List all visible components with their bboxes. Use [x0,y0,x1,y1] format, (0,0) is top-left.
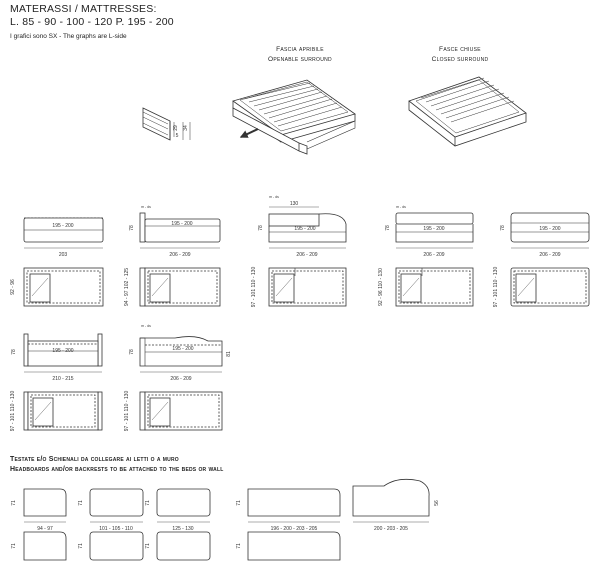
row3-mattress-1: 195 - 200 [52,348,73,354]
row1-mark-2: m - ds [141,205,151,209]
row1-height-4: 78 [385,225,391,231]
row1-mattress-2: 195 - 200 [171,221,192,227]
row1-mattress-1: 195 - 200 [52,223,73,229]
row1-top-width: 130 [290,201,299,207]
hb2-height-1: 71 [11,543,17,549]
detail-height-3: 34 [183,125,189,131]
row3-height-1: 78 [11,349,17,355]
row3-height-2: 78 [129,349,135,355]
hb-width-3: 125 - 130 [172,526,193,532]
row1-mattress-5: 195 - 200 [539,226,560,232]
headboards-title-en: Headboards and/or backrests to be attach… [10,466,224,473]
row3-side-views [23,333,223,373]
row1-height-5: 78 [500,225,506,231]
row1-mark-3: m - ds [269,195,279,199]
closed-bed-perspective [408,76,527,147]
hb2-height-3: 71 [145,543,151,549]
row3-width-2: 206 - 209 [170,376,191,382]
detail-height-1: 29 [173,125,179,131]
side-note: I grafici sono SX - The graphs are L-sid… [10,33,127,40]
row1-mattress-3: 195 - 200 [294,226,315,232]
closed-label-it: Fasce chiuse [439,46,481,53]
row2-depth-5: 97 - 101 110 - 130 [493,267,499,308]
headboards-title-it: Testate e/o Schienali da collegare ai le… [10,456,179,463]
row4-depth-1: 97 - 101 110 - 130 [10,391,16,432]
row1-width-3: 206 - 209 [296,252,317,258]
row1-width-2: 206 - 209 [169,252,190,258]
headboards-bottom [23,531,341,561]
hb-width-5: 200 - 203 - 205 [374,526,408,532]
row2-depth-4: 92 - 96 110 - 130 [378,268,384,306]
row1-height-2: 78 [129,225,135,231]
openable-bed-perspective [232,79,356,155]
hb-height-3: 71 [145,500,151,506]
row3-mattress-2: 195 - 200 [172,346,193,352]
closed-label-en: Closed surround [431,56,489,63]
detail-height-2: 5 [176,133,179,139]
headboards-front [23,478,430,523]
row4-top-views [23,391,223,431]
row2-depth-2: 94 - 97 102 - 125 [124,268,130,306]
openable-label-en: Openable surround [268,56,332,63]
row4-depth-2: 97 - 101 110 - 130 [124,391,130,432]
hb-side-height: 56 [434,500,440,506]
hb-width-2: 101 - 105 - 110 [99,526,133,532]
openable-label-it: Fascia apribile [276,46,324,53]
row3-side-height: 81 [226,351,232,357]
hb2-height-2: 71 [78,543,84,549]
row1-width-5: 206 - 209 [539,252,560,258]
page-title: MATERASSI / MATTRESSES: [10,3,157,15]
hb-width-1: 94 - 97 [37,526,53,532]
row2-depth-1: 92 - 96 [10,279,16,295]
row3-mark: m - ds [141,324,151,328]
hb-width-4: 196 - 200 - 203 - 205 [271,526,318,532]
row2-depth-3: 97 - 101 110 - 130 [251,267,257,308]
row1-side-views [23,206,590,249]
row2-top-views [23,267,590,307]
hb-height-1: 71 [11,500,17,506]
row1-width-4: 206 - 209 [423,252,444,258]
row3-width-1: 210 - 215 [52,376,73,382]
row1-mark-4: m - ds [396,205,406,209]
detail-section [142,107,191,141]
mattress-sizes: L. 85 - 90 - 100 - 120 P. 195 - 200 [10,16,174,28]
hb2-height-4: 71 [236,543,242,549]
row1-height-3: 78 [258,225,264,231]
row1-mattress-4: 195 - 200 [423,226,444,232]
hb-height-4: 71 [236,500,242,506]
row1-width-1: 203 [59,252,68,258]
hb-height-2: 71 [78,500,84,506]
